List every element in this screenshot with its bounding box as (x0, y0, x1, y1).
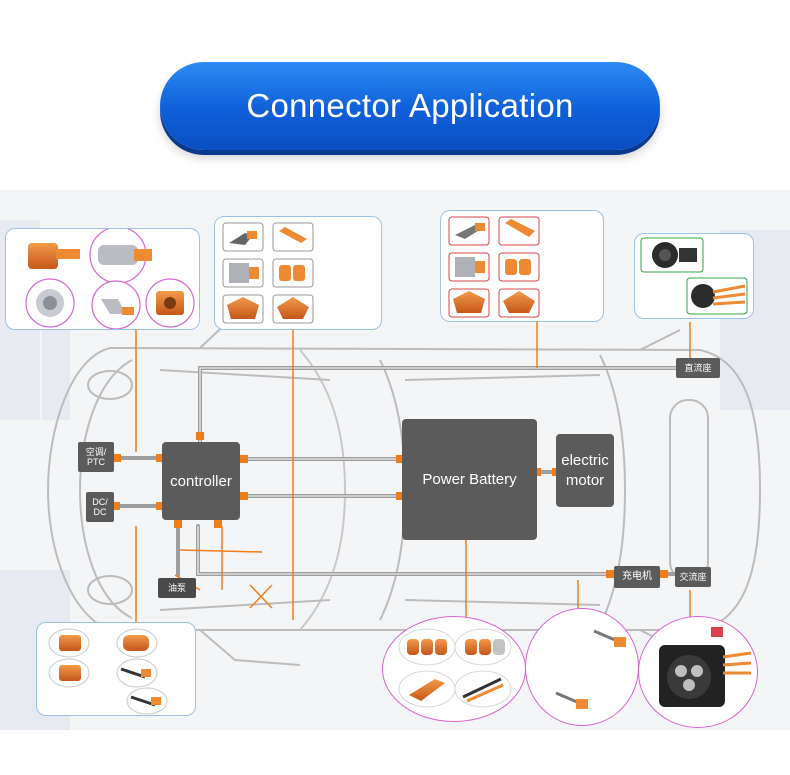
connector-panel-center (214, 216, 382, 330)
connector-panel-front-left (5, 226, 200, 330)
dcdc-box: DC/ DC (86, 492, 114, 522)
cable-plug-icon (222, 222, 264, 252)
connector-photos-charger (555, 629, 626, 709)
ac-charge-port-label: 交流座 (679, 572, 707, 582)
title-banner: Connector Application (160, 62, 660, 150)
charger-cable-icon-2 (555, 691, 588, 709)
ac-charge-inlet-icon (659, 627, 752, 707)
connector-photos-center (222, 222, 314, 324)
power-battery-box: Power Battery (402, 419, 537, 540)
electric-motor-label: electric motor (561, 451, 609, 489)
connector-photos-battery (448, 216, 540, 318)
connector-photos-battery-bottom (398, 628, 512, 708)
electric-motor-box: electric motor (556, 434, 614, 507)
connector-panel-dc-port (634, 233, 754, 319)
power-battery-label: Power Battery (422, 471, 517, 488)
page-title: Connector Application (246, 87, 574, 124)
connector-panel-ac-port (638, 616, 758, 728)
charger-cable-icon (593, 629, 626, 647)
connector-panel-battery (440, 210, 604, 322)
dcdc-label: DC/ DC (92, 497, 108, 517)
connector-panel-rear-left (36, 622, 196, 716)
dc-charge-port-box: 直流座 (676, 358, 720, 378)
controller-label: controller (170, 472, 232, 490)
ac-charge-port-box: 交流座 (675, 567, 711, 587)
ac-ptc-box: 空调/ PTC (78, 442, 114, 472)
charger-box: 充电机 (614, 566, 660, 588)
charger-label: 充电机 (622, 571, 652, 582)
controller-box: controller (162, 442, 240, 520)
dc-charge-port-label: 直流座 (684, 363, 712, 373)
oil-pump-box: 油泵 (158, 578, 196, 598)
oil-pump-label: 油泵 (167, 583, 186, 593)
connector-photos-dc-port (640, 237, 748, 315)
ac-ptc-label: 空调/ PTC (85, 447, 107, 467)
diagram-area: controller Power Battery electric motor … (0, 190, 790, 730)
leader-lines (135, 318, 691, 630)
connector-photos-rear-left (48, 628, 168, 715)
connector-panel-charger (525, 608, 639, 726)
connector-photos-ac-port (659, 627, 752, 707)
connector-photos-front-left (25, 226, 195, 330)
connector-plug-icon (28, 243, 80, 269)
connector-panel-battery-bottom (382, 616, 526, 722)
